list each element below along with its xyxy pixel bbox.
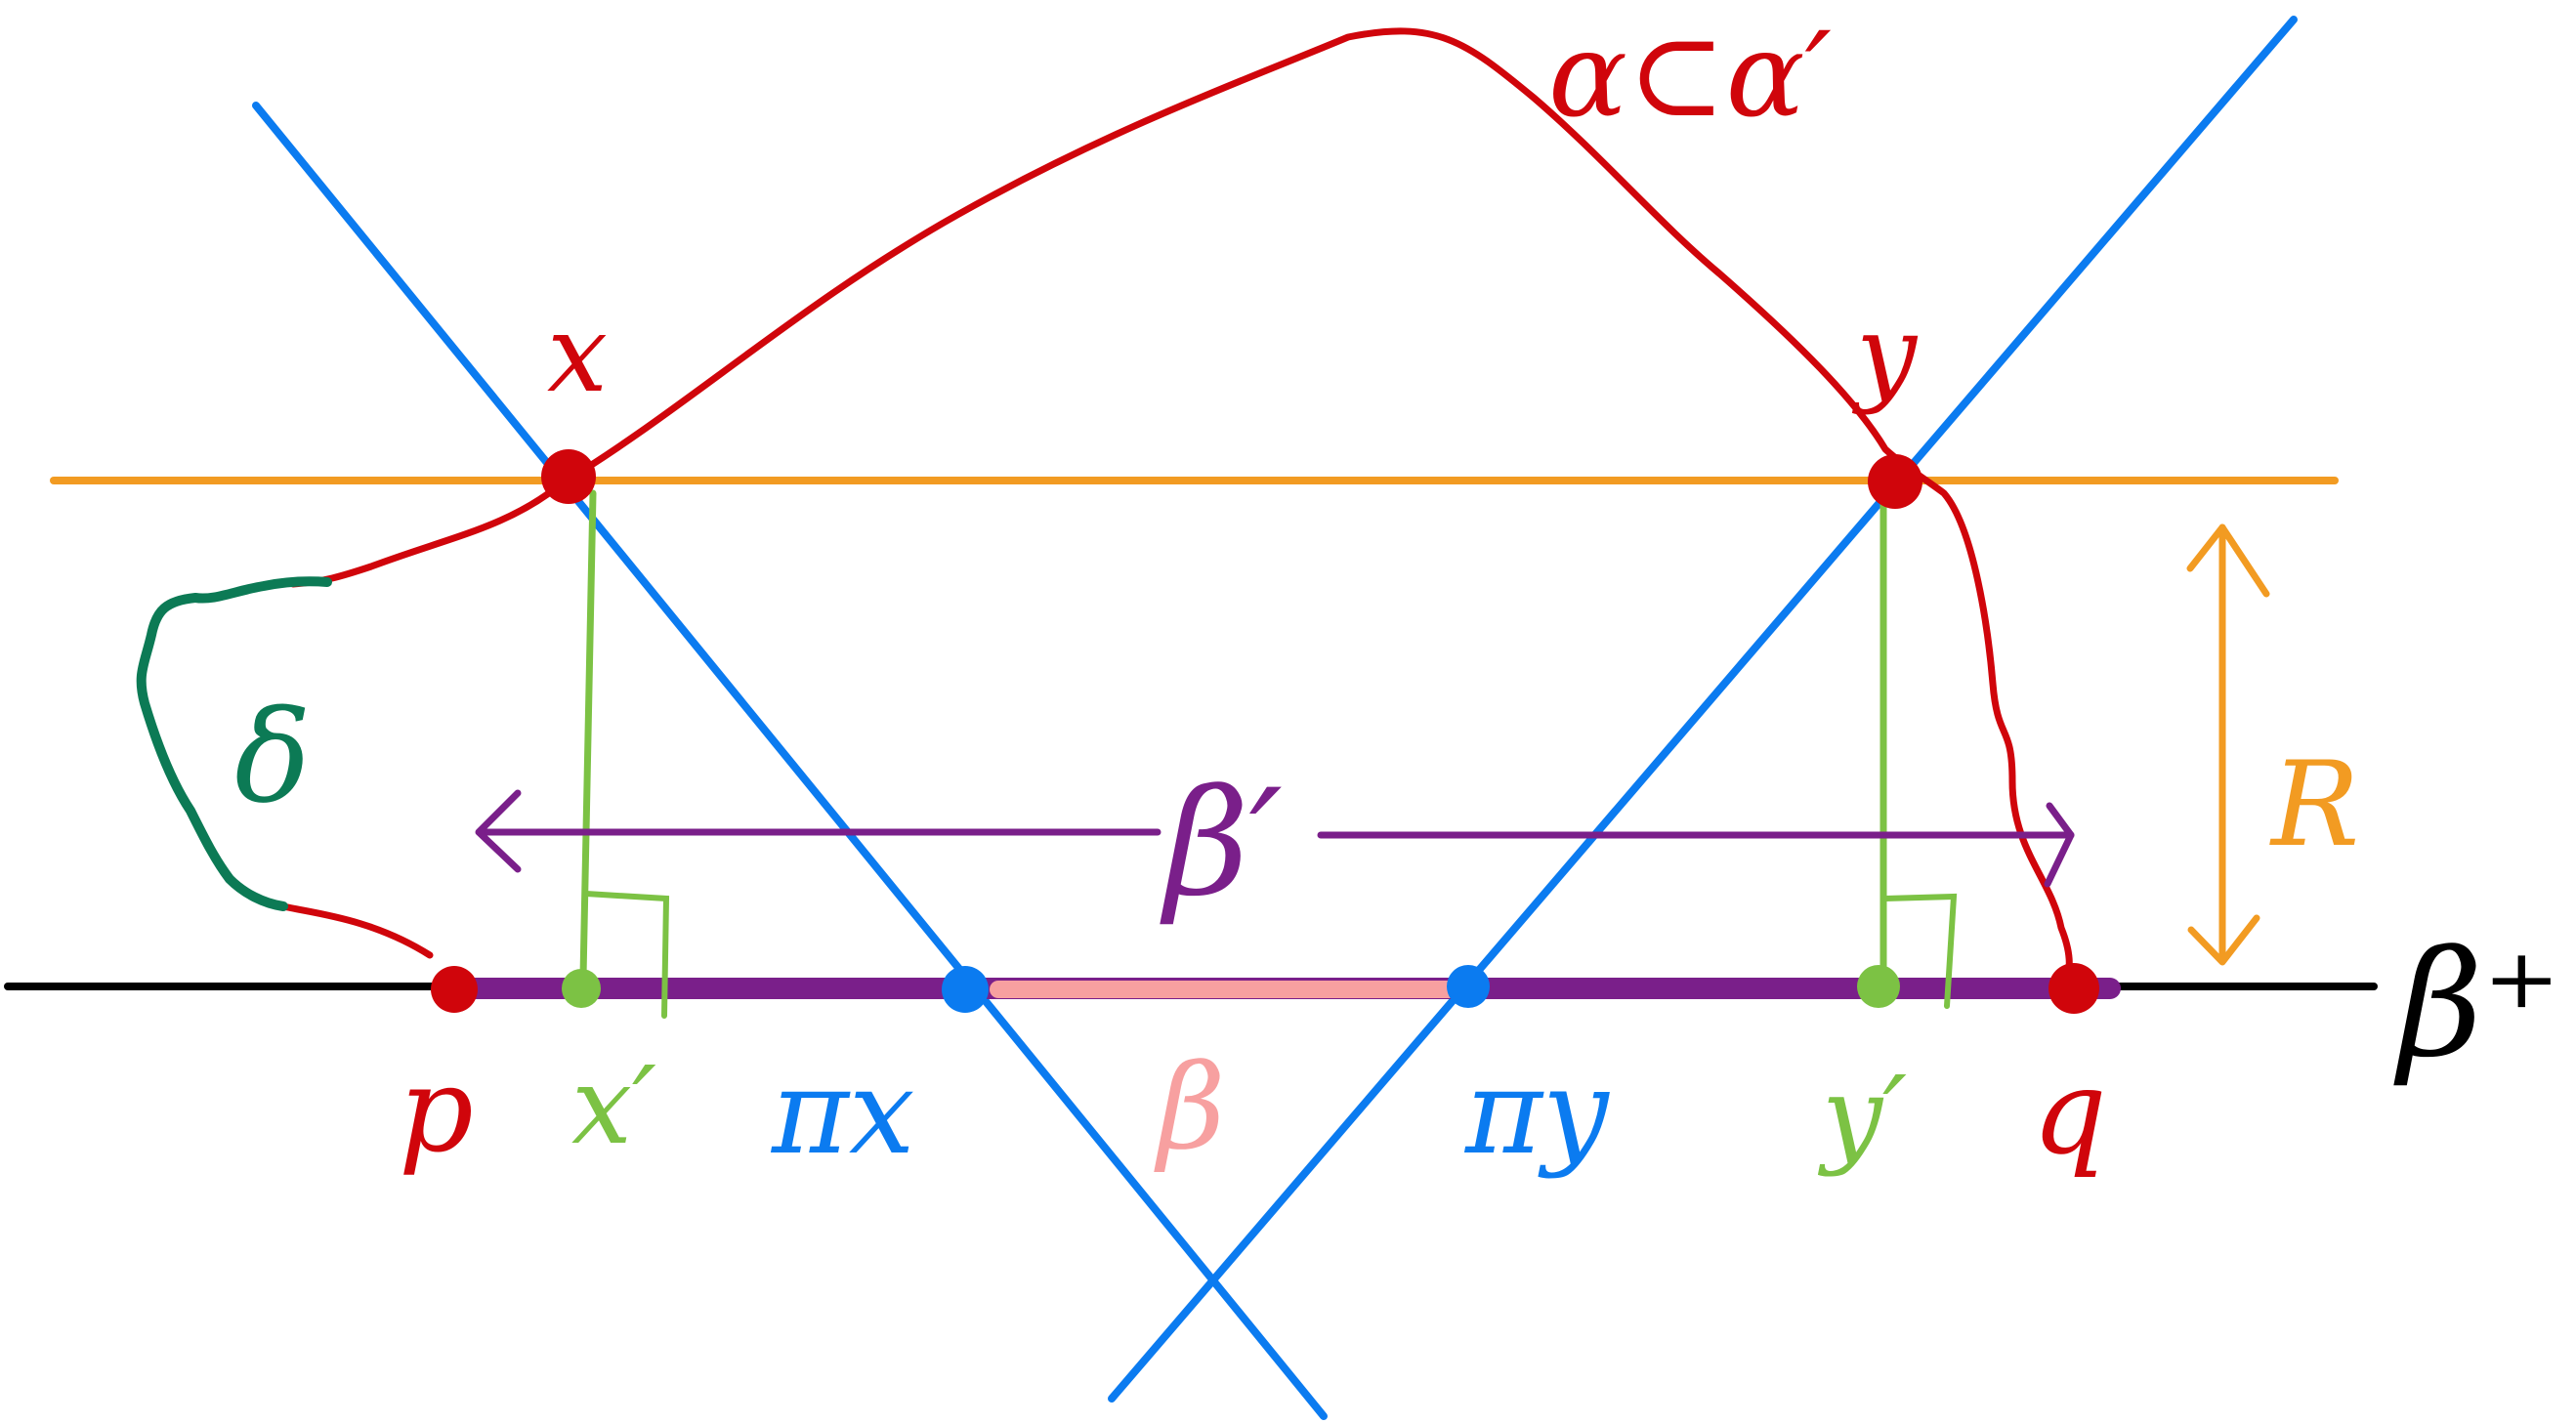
orange-arrow-R-bottom-head [2187,914,2260,966]
label-x: x [547,291,608,416]
label-y-prime: y′ [1817,1053,1907,1178]
point-p [431,966,478,1013]
label-pi-x: πx [770,1045,915,1181]
label-beta-plus: β⁺ [2393,920,2560,1090]
blue-line-ascending [1108,16,2298,1403]
dark-green-curve-delta [136,576,332,911]
label-q: q [2032,1045,2107,1181]
label-beta-prime: β′ [1160,759,1283,929]
label-pi-y: πy [1463,1045,1611,1181]
green-right-angle-y [1882,893,1958,1009]
green-perpendicular-x [579,489,597,981]
point-x [541,449,596,504]
label-alpha: α⊂α′ [1548,8,1832,144]
blue-line-descending [252,102,1328,1420]
point-y-prime [1857,965,1900,1008]
label-x-prime: x′ [571,1043,656,1168]
point-q [2048,963,2099,1014]
label-R: R [2269,737,2359,873]
orange-arrow-R-top-head [2186,524,2270,598]
point-pi-y [1447,965,1490,1008]
point-x-prime [562,969,601,1008]
point-pi-x [942,966,989,1013]
red-curve-left-arm [289,480,566,588]
red-curve-alpha [279,27,2073,990]
label-delta: δ [234,683,311,831]
label-p: p [399,1043,474,1179]
point-y [1868,454,1922,509]
green-right-angle-x [583,891,670,1019]
label-y: y [1851,291,1919,416]
purple-arrow-right-head [2044,802,2075,888]
purple-arrow-left-head [475,789,522,873]
label-beta: β [1154,1040,1225,1176]
